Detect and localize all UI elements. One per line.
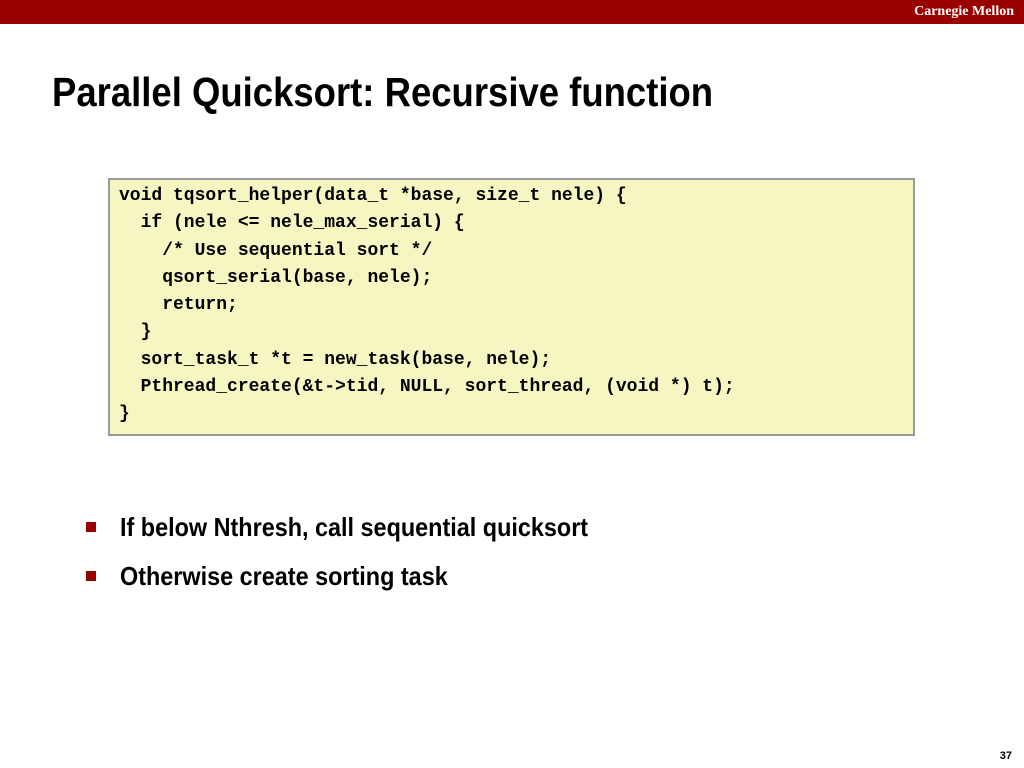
code-line: if (nele <= nele_max_serial) { [119, 213, 465, 234]
code-line: } [119, 404, 130, 425]
code-line: sort_task_t *t = new_task(base, nele); [119, 349, 552, 370]
bullet-list: If below Nthresh, call sequential quicks… [86, 502, 640, 600]
square-bullet-icon [86, 570, 96, 581]
code-line: void tqsort_helper(data_t *base, size_t … [119, 186, 627, 206]
page-number: 37 [999, 750, 1012, 762]
brand-logo-text: Carnegie Mellon [914, 4, 1014, 19]
code-line: Pthread_create(&t->tid, NULL, sort_threa… [119, 377, 735, 398]
code-line: qsort_serial(base, nele); [119, 267, 433, 288]
slide-title: Parallel Quicksort: Recursive function [52, 69, 714, 115]
bullet-item: If below Nthresh, call sequential quicks… [86, 502, 640, 551]
square-bullet-icon [86, 521, 96, 532]
header-bar: Carnegie Mellon [0, 0, 1024, 24]
code-line: /* Use sequential sort */ [119, 240, 433, 261]
code-block: void tqsort_helper(data_t *base, size_t … [108, 178, 915, 436]
code-line: return; [119, 295, 238, 316]
code-line: } [119, 322, 152, 343]
bullet-text: Otherwise create sorting task [120, 560, 448, 591]
bullet-item: Otherwise create sorting task [86, 551, 640, 600]
bullet-text: If below Nthresh, call sequential quicks… [120, 511, 589, 542]
